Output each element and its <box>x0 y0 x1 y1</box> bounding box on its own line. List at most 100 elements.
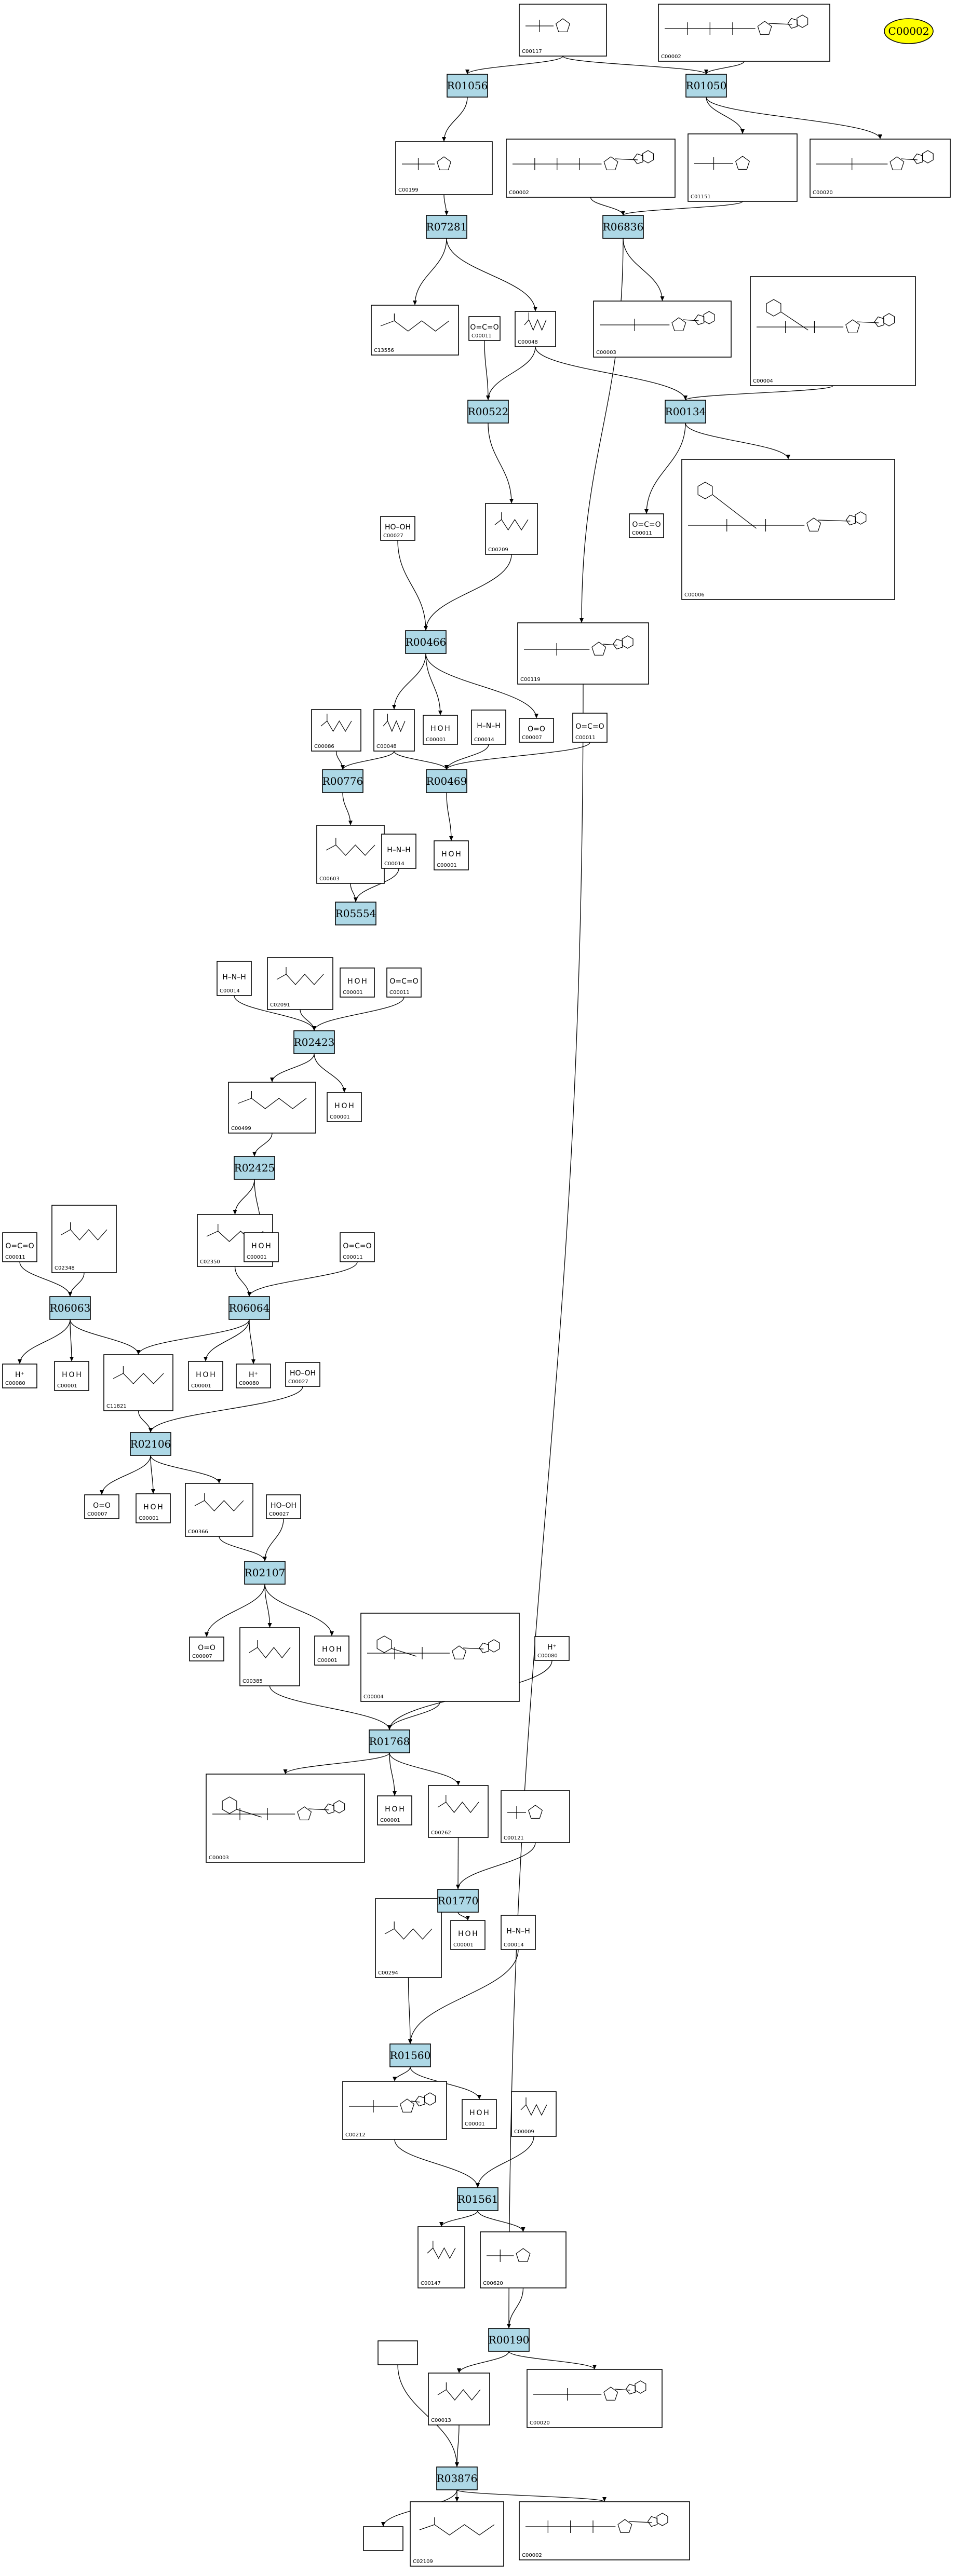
compound-box[interactable] <box>519 2501 690 2560</box>
compound-box[interactable] <box>266 1494 301 1519</box>
reaction-box[interactable] <box>665 400 706 424</box>
compound-box[interactable] <box>629 513 664 538</box>
compound-node[interactable]: C02091 <box>267 957 333 1010</box>
compound-node[interactable]: C00020 <box>810 139 951 198</box>
compound-node[interactable]: C00002 <box>506 139 676 198</box>
reaction-node[interactable]: R01561 <box>457 2187 498 2211</box>
compound-box[interactable] <box>395 141 493 195</box>
compound-node[interactable]: C00620 <box>480 2231 567 2288</box>
compound-box[interactable] <box>434 840 469 870</box>
compound-box[interactable] <box>54 1361 89 1391</box>
reaction-box[interactable] <box>437 1889 479 1913</box>
compound-box[interactable] <box>410 2501 504 2567</box>
compound-box[interactable] <box>681 459 895 600</box>
reaction-box[interactable] <box>436 2466 478 2490</box>
compound-box[interactable] <box>450 1920 486 1950</box>
compound-box[interactable] <box>267 957 333 1010</box>
compound-box[interactable] <box>51 1205 117 1273</box>
compound-box[interactable] <box>2 1232 37 1262</box>
compound-box[interactable] <box>340 1232 375 1262</box>
compound-box[interactable] <box>188 1361 223 1391</box>
reaction-node[interactable]: R00469 <box>426 769 467 793</box>
compound-node[interactable] <box>363 2526 403 2551</box>
compound-box[interactable] <box>380 516 415 541</box>
compound-box[interactable] <box>103 1354 173 1411</box>
reaction-node[interactable]: R05554 <box>335 902 376 925</box>
compound-box[interactable] <box>244 1232 279 1262</box>
compound-node[interactable]: C00002 <box>658 4 830 62</box>
reaction-box[interactable] <box>130 1432 171 1456</box>
reaction-box[interactable] <box>447 74 488 98</box>
reaction-node[interactable]: R00134 <box>665 400 706 424</box>
compound-box[interactable] <box>363 2526 403 2551</box>
compound-node[interactable]: H⁺C00080 <box>534 1636 570 1661</box>
reaction-box[interactable] <box>602 215 644 239</box>
compound-box[interactable] <box>206 1774 365 1863</box>
compound-box[interactable] <box>377 1795 412 1825</box>
reaction-box[interactable] <box>488 2328 530 2352</box>
compound-box[interactable] <box>316 825 385 884</box>
reaction-node[interactable]: R00190 <box>488 2328 530 2352</box>
compound-node[interactable]: C00147 <box>417 2226 465 2288</box>
compound-box[interactable] <box>471 710 506 745</box>
compound-node[interactable]: C00020 <box>527 2369 663 2428</box>
compound-box[interactable] <box>84 1494 119 1519</box>
reaction-box[interactable] <box>244 1561 286 1585</box>
compound-node[interactable]: C02109 <box>410 2501 504 2567</box>
compound-box[interactable] <box>236 1364 271 1388</box>
compound-node[interactable]: C00003 <box>593 301 732 358</box>
reaction-node[interactable]: R01050 <box>685 74 727 98</box>
compound-node[interactable]: C00009 <box>511 2091 557 2137</box>
compound-node[interactable]: C00209 <box>485 503 538 555</box>
reaction-box[interactable] <box>426 769 467 793</box>
compound-node[interactable]: C01151 <box>688 133 798 202</box>
reaction-box[interactable] <box>467 400 509 424</box>
compound-box[interactable] <box>189 1637 224 1661</box>
reaction-node[interactable]: R06836 <box>602 215 644 239</box>
reaction-node[interactable]: R01770 <box>437 1889 479 1913</box>
reaction-node[interactable]: R01560 <box>389 2043 431 2067</box>
compound-box[interactable] <box>342 2081 447 2140</box>
compound-node[interactable]: C00013 <box>428 2373 490 2425</box>
reaction-box[interactable] <box>335 902 376 925</box>
compound-box[interactable] <box>371 305 459 356</box>
compound-box[interactable] <box>428 1785 489 1838</box>
compound-box[interactable] <box>480 2231 567 2288</box>
compound-box[interactable] <box>688 133 798 202</box>
compound-box[interactable] <box>423 715 458 745</box>
compound-box[interactable] <box>375 1898 442 1978</box>
compound-box[interactable] <box>417 2226 465 2288</box>
compound-box[interactable] <box>428 2373 490 2425</box>
compound-box[interactable] <box>468 316 501 341</box>
compound-box[interactable] <box>658 4 830 62</box>
compound-box[interactable] <box>378 2340 418 2365</box>
reaction-box[interactable] <box>369 1729 410 1753</box>
reaction-node[interactable]: R02423 <box>293 1030 335 1054</box>
reaction-box[interactable] <box>685 74 727 98</box>
compound-box[interactable] <box>519 4 607 57</box>
reaction-box[interactable] <box>49 1296 91 1320</box>
compound-box[interactable] <box>519 718 554 743</box>
compound-node[interactable]: H⁺C00080 <box>2 1364 37 1388</box>
compound-box[interactable] <box>136 1493 171 1523</box>
reaction-box[interactable] <box>426 215 467 239</box>
compound-node[interactable]: C00385 <box>239 1627 300 1686</box>
compound-node[interactable]: C00004 <box>360 1613 520 1702</box>
compound-box[interactable] <box>501 1915 536 1950</box>
compound-box[interactable] <box>572 713 608 743</box>
compound-node[interactable]: C00048 <box>373 709 415 752</box>
